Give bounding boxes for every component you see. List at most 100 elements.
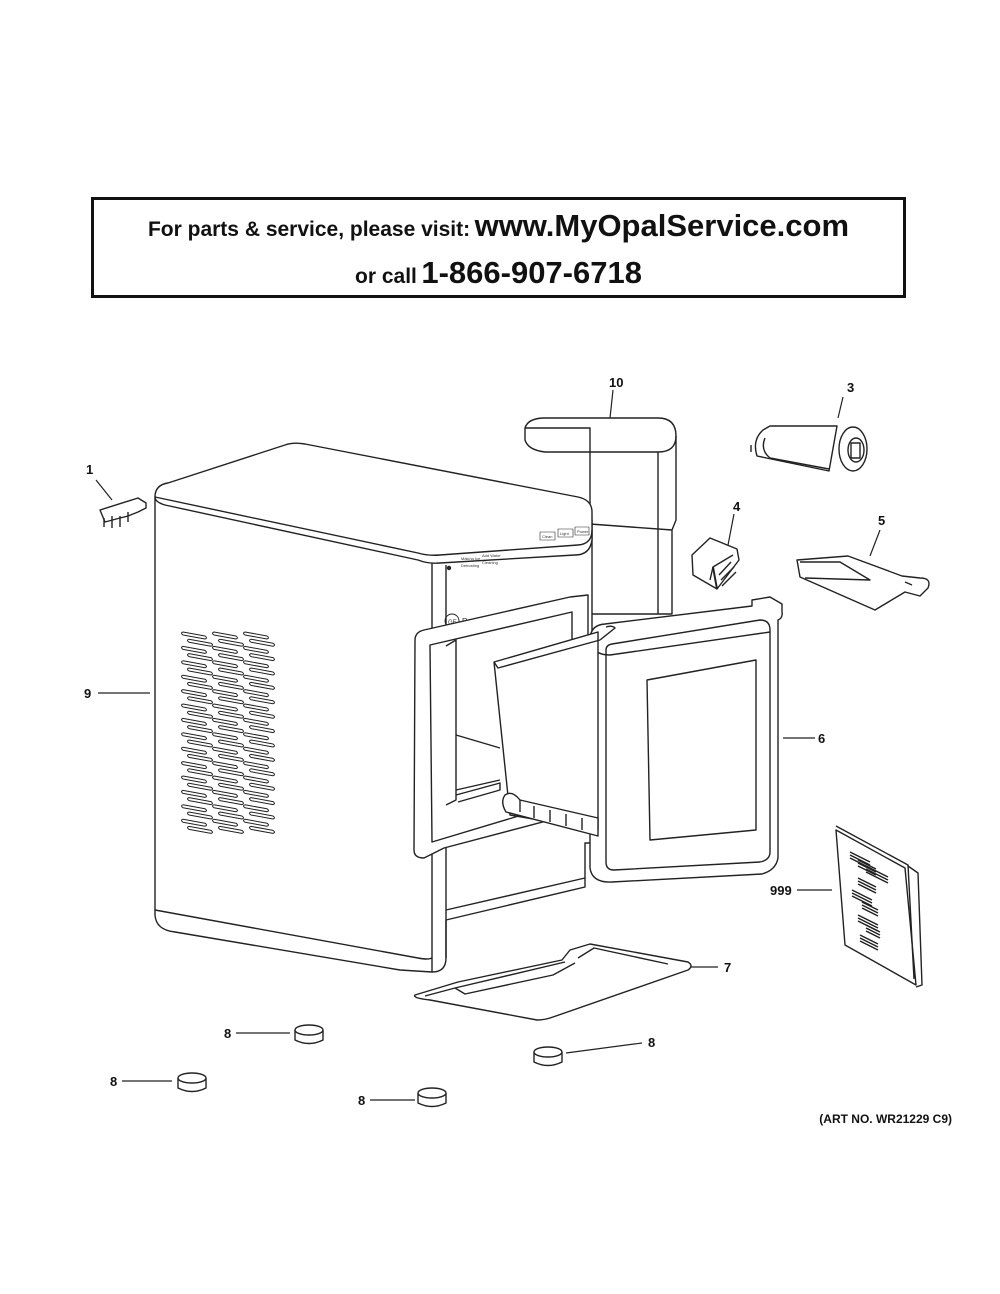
vent-slot <box>243 818 269 827</box>
manual-text-line <box>859 940 879 951</box>
vent-slot <box>187 667 213 676</box>
vent-slot <box>181 732 207 741</box>
foot-a <box>294 1024 324 1045</box>
callout-7: 7 <box>724 960 731 975</box>
vent-slot <box>249 638 275 647</box>
vent-slot <box>249 725 275 734</box>
manual-text-line <box>857 877 877 888</box>
foot-d <box>417 1087 447 1108</box>
vent-slot <box>187 768 213 777</box>
vent-slot <box>249 811 275 820</box>
vent-slot <box>218 753 244 762</box>
vent-slot <box>243 645 269 654</box>
clean-button-label: Clean <box>542 534 552 539</box>
vent-slot <box>243 804 269 813</box>
vent-slot <box>243 703 269 712</box>
call-prefix: or call <box>355 265 417 288</box>
vent-slot <box>187 653 213 662</box>
vent-slot <box>249 797 275 806</box>
vent-slot <box>212 674 238 683</box>
vent-slot <box>218 653 244 662</box>
vent-slot <box>181 631 207 640</box>
manual-text-line <box>857 883 877 894</box>
vent-slot <box>181 645 207 654</box>
manual-text-line <box>861 904 879 914</box>
vent-slot <box>212 645 238 654</box>
vent-slot <box>187 681 213 690</box>
vent-slot <box>218 725 244 734</box>
manual-text-line <box>851 889 873 901</box>
vent-slot <box>181 804 207 813</box>
part-6-ice-bin <box>589 596 783 883</box>
phone-number: 1-866-907-6718 <box>421 255 642 290</box>
vent-slot <box>243 674 269 683</box>
power-button-label: Power <box>577 529 589 534</box>
vent-slot <box>249 782 275 791</box>
callout-999: 999 <box>770 883 792 898</box>
callout-9: 9 <box>84 686 91 701</box>
vent-slot <box>181 775 207 784</box>
foot-c <box>177 1072 207 1093</box>
part-1-clip <box>99 497 147 528</box>
manual-text-line <box>861 907 879 917</box>
manual-text-line <box>849 854 871 866</box>
panel-add-water: Add Water <box>482 553 501 558</box>
vent-slot <box>187 797 213 806</box>
vent-slot <box>212 732 238 741</box>
part-4-filter-grille <box>691 537 740 590</box>
vent-slot <box>187 739 213 748</box>
part-10-reservoir <box>524 417 677 615</box>
part-8-feet <box>177 1024 563 1108</box>
vent-slot <box>187 638 213 647</box>
vent-slot <box>249 710 275 719</box>
panel-defrosting: Defrosting <box>461 563 479 568</box>
vent-slot <box>212 789 238 798</box>
service-info-box: For parts & service, please visit: www.M… <box>91 197 906 298</box>
callout-5: 5 <box>878 513 885 528</box>
manual-text-line <box>859 937 879 948</box>
manual-text-line <box>849 851 871 863</box>
vent-slot <box>249 653 275 662</box>
vent-slot <box>181 761 207 770</box>
vent-slot <box>249 667 275 676</box>
vent-slot <box>212 703 238 712</box>
vent-slot <box>212 689 238 698</box>
vent-slot <box>187 710 213 719</box>
call-line: or call 1-866-907-6718 <box>94 255 903 291</box>
manual-text-line <box>857 880 877 891</box>
vent-slot <box>243 660 269 669</box>
visit-line: For parts & service, please visit: www.M… <box>94 208 903 244</box>
part-999-manual <box>835 825 923 988</box>
vent-slot <box>249 825 275 834</box>
vent-slot <box>212 818 238 827</box>
vent-slot <box>212 775 238 784</box>
vent-slot <box>218 825 244 834</box>
vent-slot <box>181 660 207 669</box>
art-number: (ART NO. WR21229 C9) <box>819 1112 952 1126</box>
manual-text-line <box>851 895 873 907</box>
manual-text-line <box>865 927 881 936</box>
vent-slot <box>181 789 207 798</box>
vent-slot <box>243 717 269 726</box>
manual-text-line <box>865 930 881 939</box>
vent-slot <box>243 746 269 755</box>
vent-slot <box>243 732 269 741</box>
callout-8a: 8 <box>224 1026 231 1041</box>
manual-text-line <box>865 868 889 881</box>
vent-slot <box>212 761 238 770</box>
callout-8c: 8 <box>110 1074 117 1089</box>
vent-slot <box>187 696 213 705</box>
vent-slot <box>187 753 213 762</box>
vent-slot <box>218 797 244 806</box>
manual-text-line <box>857 865 877 876</box>
vent-slot <box>243 775 269 784</box>
part-7-drip-tray <box>413 943 692 1021</box>
vent-slot <box>212 746 238 755</box>
vent-slot <box>249 696 275 705</box>
panel-cleaning: Cleaning <box>482 560 498 565</box>
manual-text-line <box>857 859 877 870</box>
vent-slot <box>218 667 244 676</box>
vent-slot <box>243 689 269 698</box>
light-button-label: Light <box>560 531 570 536</box>
